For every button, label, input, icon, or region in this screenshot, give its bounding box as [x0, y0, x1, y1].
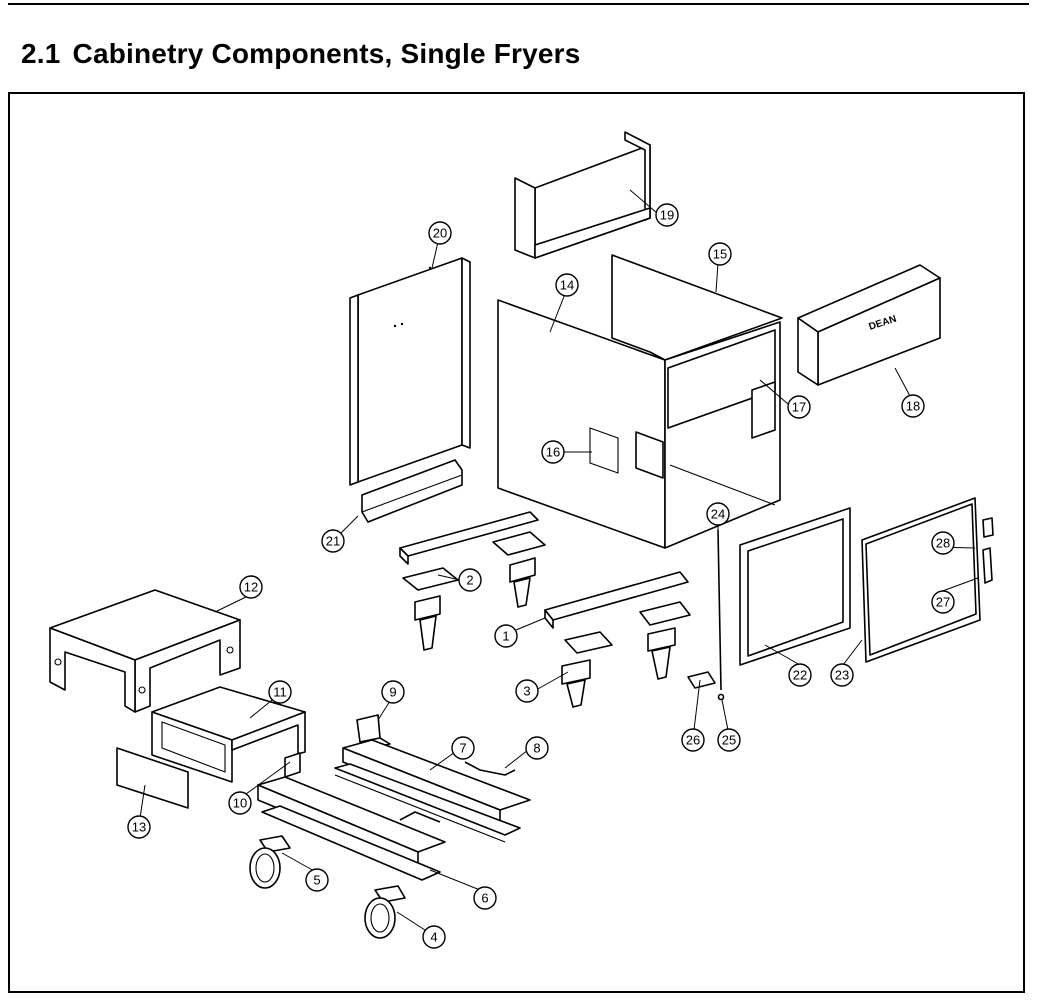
part-leg-rail-lower	[544, 571, 691, 708]
part-filler-panel	[116, 747, 189, 809]
svg-text:26: 26	[686, 733, 700, 748]
top-rule	[8, 3, 1029, 5]
callout-2: 2	[458, 568, 482, 592]
callout-20: 20	[428, 221, 452, 245]
svg-text:11: 11	[273, 685, 287, 700]
svg-text:23: 23	[835, 668, 849, 683]
part-hinge-rod	[687, 529, 725, 701]
callout-21: 21	[321, 529, 345, 553]
page-title: 2.1 Cabinetry Components, Single Fryers	[21, 38, 581, 70]
svg-text:4: 4	[430, 930, 437, 945]
part-handle	[464, 761, 516, 776]
part-lower-rail	[257, 776, 446, 881]
svg-text:20: 20	[433, 226, 447, 241]
svg-text:3: 3	[523, 684, 530, 699]
callout-12: 12	[239, 575, 263, 599]
svg-text:14: 14	[560, 278, 574, 293]
callout-5: 5	[305, 868, 329, 892]
leader-lines	[139, 189, 979, 931]
callout-14: 14	[555, 273, 579, 297]
part-cabinet-body	[497, 254, 783, 549]
svg-text:12: 12	[244, 580, 258, 595]
callout-24: 24	[706, 502, 730, 526]
callout-15: 15	[708, 242, 732, 266]
section-number: 2.1	[21, 38, 61, 69]
callout-13: 13	[127, 815, 151, 839]
callout-10: 10	[228, 791, 252, 815]
svg-text:18: 18	[906, 399, 920, 414]
callout-9: 9	[381, 680, 405, 704]
callout-23: 23	[830, 663, 854, 687]
callout-6: 6	[473, 886, 497, 910]
svg-text:7: 7	[459, 741, 466, 756]
svg-text:6: 6	[481, 891, 488, 906]
svg-text:19: 19	[660, 208, 674, 223]
svg-text:9: 9	[389, 685, 396, 700]
callout-28: 28	[931, 531, 955, 555]
callout-11: 11	[268, 680, 292, 704]
part-front-top-panel	[514, 131, 651, 259]
svg-text:8: 8	[533, 741, 540, 756]
svg-text:16: 16	[546, 445, 560, 460]
part-base-cover	[49, 589, 241, 713]
svg-text:25: 25	[722, 733, 736, 748]
callout-8: 8	[525, 736, 549, 760]
callout-16: 16	[541, 440, 565, 464]
callout-25: 25	[717, 728, 741, 752]
callout-18: 18	[901, 394, 925, 418]
part-connector	[284, 752, 301, 778]
part-door-frame	[739, 507, 851, 666]
callout-19: 19	[655, 203, 679, 227]
part-side-panel	[349, 257, 471, 486]
callout-7: 7	[451, 736, 475, 760]
callout-1: 1	[494, 624, 518, 648]
svg-text:24: 24	[711, 507, 725, 522]
callout-3: 3	[515, 679, 539, 703]
diagram-frame	[8, 92, 1025, 993]
svg-text:2: 2	[466, 573, 473, 588]
svg-text:28: 28	[936, 536, 950, 551]
svg-text:17: 17	[792, 400, 806, 415]
part-leg-rail-upper	[399, 511, 546, 651]
svg-text:15: 15	[713, 247, 727, 262]
callout-27: 27	[931, 590, 955, 614]
part-caster-5	[249, 835, 291, 889]
svg-text:13: 13	[132, 820, 146, 835]
section-title-text: Cabinetry Components, Single Fryers	[72, 38, 581, 69]
part-caster-4	[364, 885, 406, 939]
svg-text:27: 27	[936, 595, 950, 610]
svg-text:10: 10	[233, 796, 247, 811]
part-bottom-trim	[361, 459, 463, 523]
callout-17: 17	[787, 395, 811, 419]
callout-22: 22	[788, 663, 812, 687]
svg-text:5: 5	[313, 873, 320, 888]
callout-4: 4	[422, 925, 446, 949]
part-top-cap: DEAN	[797, 264, 941, 386]
callout-26: 26	[681, 728, 705, 752]
svg-text:1: 1	[502, 629, 509, 644]
part-base-frame	[151, 686, 306, 783]
svg-text:21: 21	[326, 534, 340, 549]
part-front-rail	[334, 739, 531, 843]
svg-text:22: 22	[793, 668, 807, 683]
